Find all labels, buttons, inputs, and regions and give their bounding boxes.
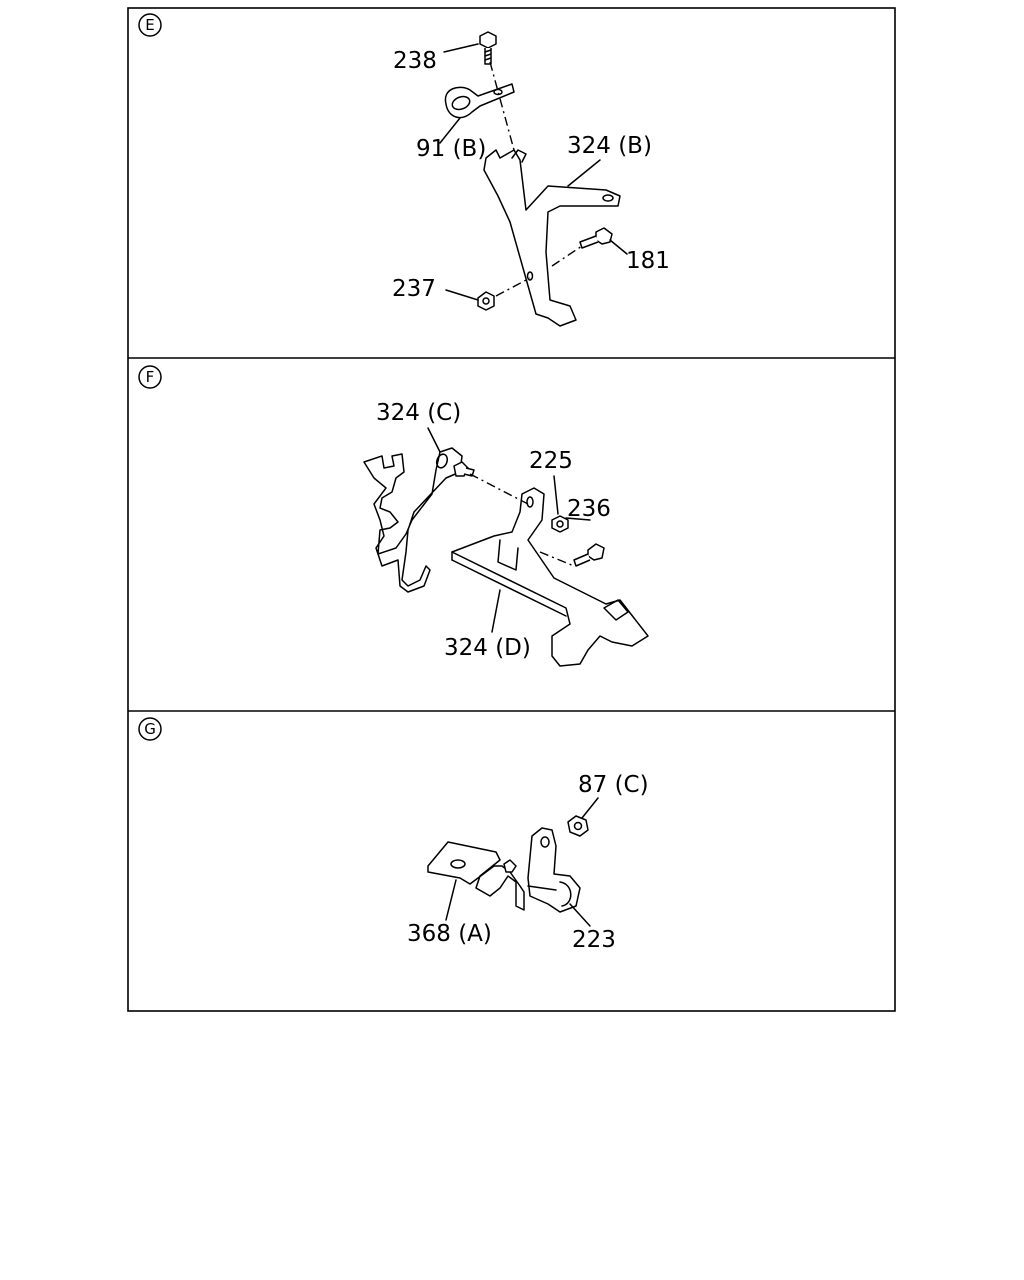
bracket-324c-part (363, 447, 463, 593)
nut-225-part (551, 515, 569, 533)
panel-f-marker: F (138, 365, 162, 389)
callout-181: 181 (626, 248, 670, 274)
panel-f: F (138, 365, 649, 667)
callout-236: 236 (567, 496, 611, 522)
bolt-236-part (573, 543, 605, 567)
panel-e-marker: E (138, 13, 162, 37)
nut-237-part (477, 291, 495, 311)
callout-324d: 324 (D) (444, 635, 531, 661)
panel-e: E (138, 13, 670, 327)
clip-91b-part (444, 83, 515, 119)
panel-g: G 87 (C) 368 (A) 223 (138, 717, 649, 953)
callout-223: 223 (572, 927, 616, 953)
callout-225: 225 (529, 448, 573, 474)
clamp-223-part (527, 827, 581, 913)
nut-87c-part (567, 815, 589, 837)
panel-g-marker: G (138, 717, 162, 741)
panel-g-letter: G (144, 720, 156, 738)
callout-324b: 324 (B) (567, 133, 652, 159)
callout-237: 237 (392, 276, 436, 302)
bracket-324b-part (483, 149, 621, 327)
callout-368a: 368 (A) (407, 921, 492, 947)
bolt-181-part (579, 227, 613, 249)
bracket-324d-part (451, 487, 649, 667)
bolt-324c-part (453, 461, 475, 477)
callout-324c: 324 (C) (376, 400, 461, 426)
callout-238: 238 (393, 48, 437, 74)
panel-e-letter: E (145, 16, 154, 34)
callout-87c: 87 (C) (578, 772, 649, 798)
diagram-frame (127, 7, 896, 1012)
panel-f-letter: F (146, 368, 155, 386)
bolt-238-part (479, 31, 497, 65)
callout-91b: 91 (B) (416, 136, 486, 162)
bracket-368a-part (427, 841, 525, 911)
